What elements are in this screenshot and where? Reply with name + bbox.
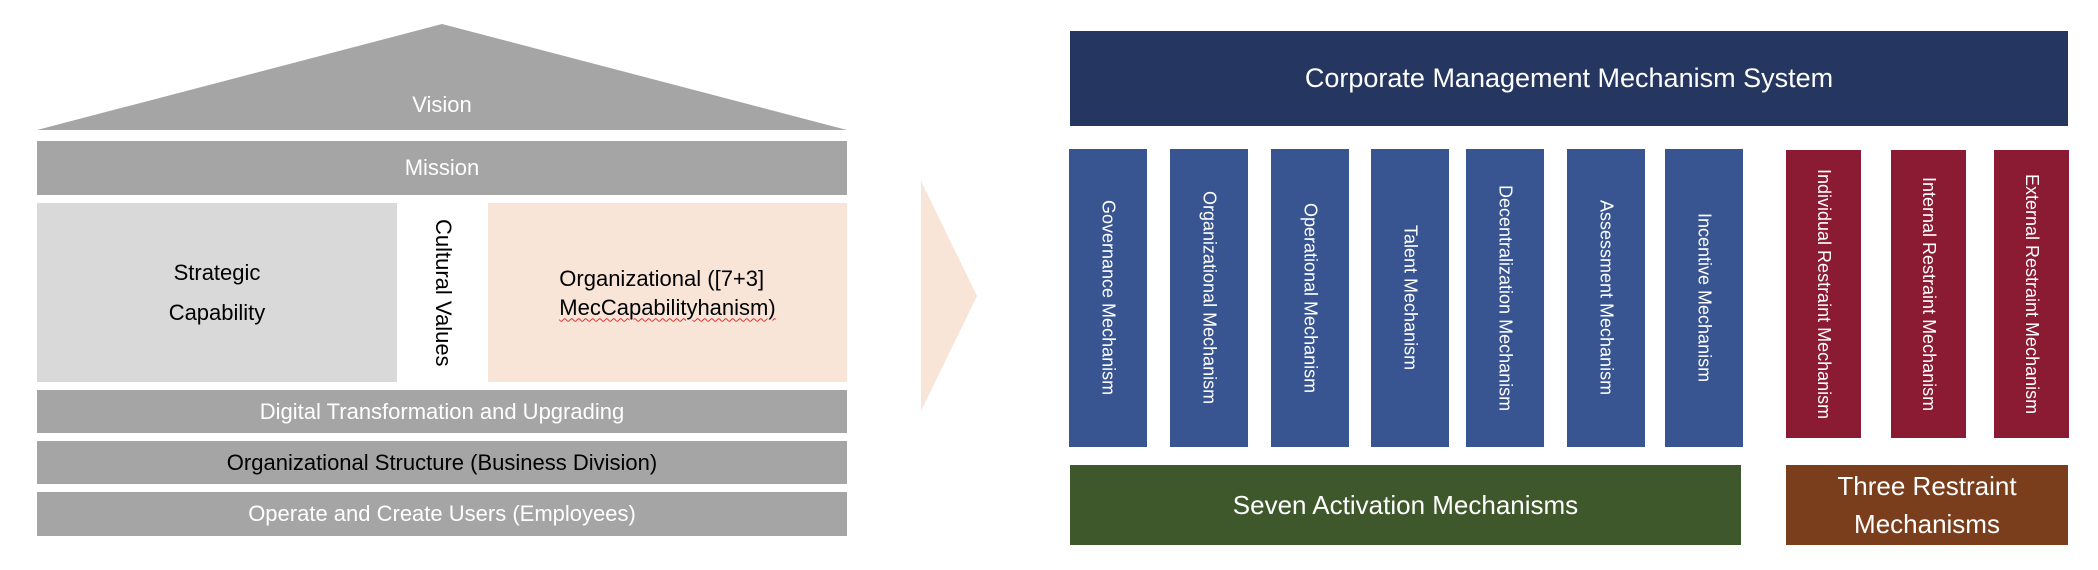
vision-roof xyxy=(37,24,847,130)
system-title-bar: Corporate Management Mechanism System xyxy=(1070,31,2068,126)
three-restraint-line-2: Mechanisms xyxy=(1854,509,2000,539)
strategic-capability-line-2: Capability xyxy=(168,299,266,325)
organizational-structure-bar: Organizational Structure (Business Divis… xyxy=(37,441,847,484)
organizational-capability-box: Organizational ([7+3] MecCapabilityhanis… xyxy=(488,203,847,382)
three-restraint-mechanisms-bar: Three Restraint Mechanisms xyxy=(1786,465,2068,545)
mechanism-label: Talent Mechanism xyxy=(1400,225,1421,371)
restraint-label: Individual Restraint Mechanism xyxy=(1814,168,1834,420)
digital-transformation-bar: Digital Transformation and Upgrading xyxy=(37,390,847,433)
mechanism-column-incentive: Incentive Mechanism xyxy=(1665,149,1743,447)
operate-users-label: Operate and Create Users (Employees) xyxy=(248,501,636,526)
vision-label: Vision xyxy=(412,92,472,117)
organizational-capability-line-2: MecCapabilityhanism) xyxy=(559,294,776,320)
digital-transformation-label: Digital Transformation and Upgrading xyxy=(259,398,625,424)
mechanism-column-decentralization: Decentralization Mechanism xyxy=(1466,149,1544,447)
mechanism-label: Incentive Mechanism xyxy=(1694,213,1715,383)
mechanism-label: Governance Mechanism xyxy=(1098,200,1119,396)
three-restraint-line-1: Three Restraint xyxy=(1837,471,2017,501)
organizational-structure-label: Organizational Structure (Business Divis… xyxy=(226,449,658,475)
mechanism-column-talent: Talent Mechanism xyxy=(1371,149,1449,447)
seven-activation-label: Seven Activation Mechanisms xyxy=(1232,489,1579,520)
mission-bar: Mission xyxy=(37,141,847,195)
mechanism-column-organizational: Organizational Mechanism xyxy=(1170,149,1248,447)
roof-triangle xyxy=(37,24,847,130)
strategic-capability-line-1: Strategic xyxy=(173,259,261,285)
seven-activation-mechanisms-bar: Seven Activation Mechanisms xyxy=(1070,465,1741,545)
mechanism-label: Organizational Mechanism xyxy=(1199,191,1220,405)
cultural-values-pillar: Cultural Values xyxy=(401,203,485,382)
mechanism-column-governance: Governance Mechanism xyxy=(1069,149,1147,447)
restraint-column-internal: Internal Restraint Mechanism xyxy=(1891,150,1966,438)
restraint-column-individual: Individual Restraint Mechanism xyxy=(1786,150,1861,438)
mechanism-column-operational: Operational Mechanism xyxy=(1271,149,1349,447)
cultural-values-label: Cultural Values xyxy=(431,218,456,367)
restraint-column-external: External Restraint Mechanism xyxy=(1994,150,2069,438)
restraint-label: External Restraint Mechanism xyxy=(2022,173,2042,415)
mechanism-label: Operational Mechanism xyxy=(1300,202,1321,394)
strategic-capability-box: Strategic Capability xyxy=(37,203,397,382)
restraint-label: Internal Restraint Mechanism xyxy=(1919,176,1939,412)
arrow-right-icon xyxy=(921,181,977,411)
mechanism-column-assessment: Assessment Mechanism xyxy=(1567,149,1645,447)
organizational-capability-line-1: Organizational ([7+3] xyxy=(559,265,765,291)
mechanism-label: Decentralization Mechanism xyxy=(1495,184,1516,412)
system-title: Corporate Management Mechanism System xyxy=(1304,63,1834,93)
mechanism-label: Assessment Mechanism xyxy=(1596,200,1617,396)
operate-users-bar: Operate and Create Users (Employees) xyxy=(37,492,847,536)
mission-label: Mission xyxy=(404,155,480,180)
